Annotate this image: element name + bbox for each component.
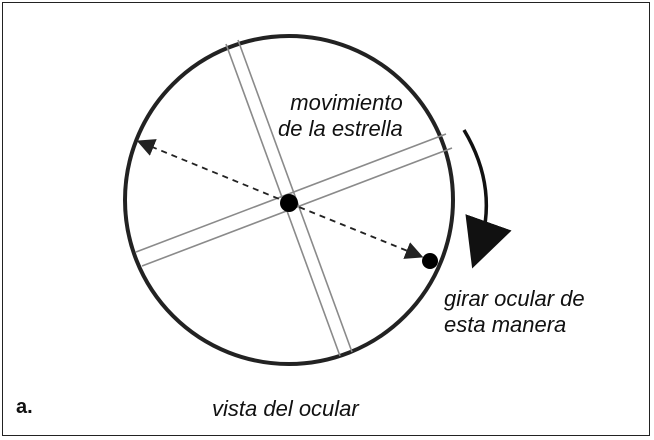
figure-caption: vista del ocular: [212, 396, 359, 421]
panel-letter: a.: [16, 396, 33, 418]
star-motion-arrow: [136, 139, 290, 204]
star-motion-arrow-forward: [288, 202, 424, 259]
star-motion-label-line2: de la estrella: [278, 116, 403, 141]
eyepiece-field-circle: [123, 34, 455, 366]
rotate-label-line2: esta manera: [444, 312, 567, 337]
curved-arrow-down-icon: [462, 129, 512, 269]
figure-frame: [2, 2, 650, 436]
star-motion-label-line1: movimiento: [290, 90, 403, 115]
star-dot-icon: [422, 253, 438, 269]
rotate-label-line1: girar ocular de: [444, 286, 585, 311]
star-motion-label: movimiento de la estrella: [278, 90, 403, 142]
rotate-eyepiece-label: girar ocular de esta manera: [444, 286, 585, 338]
center-dot-icon: [280, 194, 298, 212]
